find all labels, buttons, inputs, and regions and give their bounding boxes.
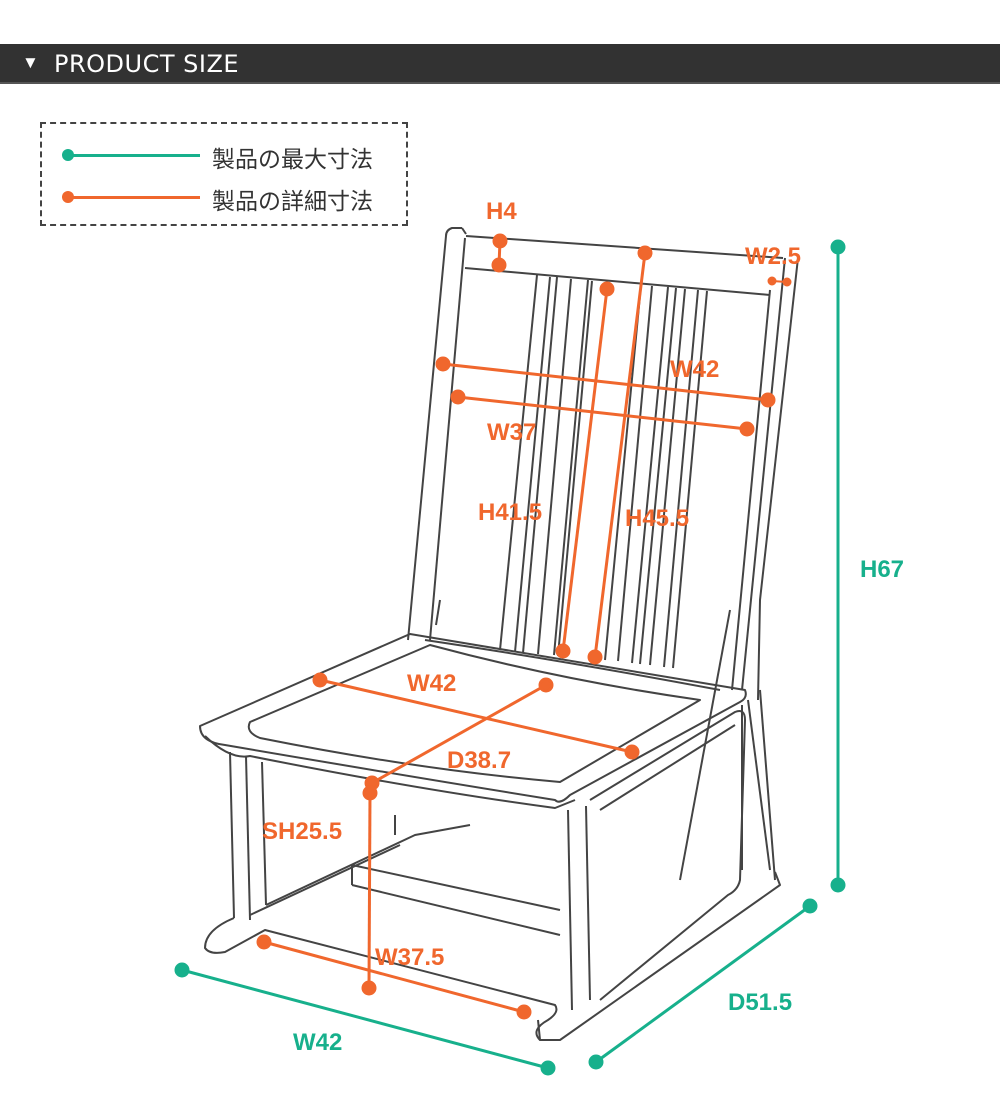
width-line xyxy=(181,968,549,1070)
h4-label: H4 xyxy=(486,198,517,225)
section-title: PRODUCT SIZE xyxy=(54,50,240,78)
w37-5-label: W37.5 xyxy=(375,944,444,971)
back-w42-label: W42 xyxy=(670,356,719,383)
sh25-5-label: SH25.5 xyxy=(262,818,342,845)
max-dimension-lines xyxy=(174,239,846,1076)
legend: 製品の最大寸法 製品の詳細寸法 xyxy=(40,122,408,226)
max-width-label: W42 xyxy=(293,1029,342,1056)
depth-line xyxy=(595,904,811,1064)
w37-label: W37 xyxy=(487,419,536,446)
d38-7-label: D38.7 xyxy=(447,747,511,774)
max-depth-label: D51.5 xyxy=(728,989,792,1016)
seat-w42-label: W42 xyxy=(407,670,456,697)
max-height-label: H67 xyxy=(860,556,904,583)
detail-dimension-lines xyxy=(256,233,792,1020)
w2-5-label: W2.5 xyxy=(745,243,801,270)
legend-label: 製品の最大寸法 xyxy=(212,147,373,173)
h45-5-label: H45.5 xyxy=(625,505,689,532)
h41-5-label: H41.5 xyxy=(478,499,542,526)
triangle-down-icon: ▼ xyxy=(22,53,39,72)
legend-item-detail: 製品の詳細寸法 xyxy=(62,182,402,215)
chair-outline xyxy=(199,227,799,1041)
legend-label: 製品の詳細寸法 xyxy=(212,189,373,215)
section-header: ▼ PRODUCT SIZE xyxy=(0,44,1000,84)
legend-item-max: 製品の最大寸法 xyxy=(62,140,402,173)
